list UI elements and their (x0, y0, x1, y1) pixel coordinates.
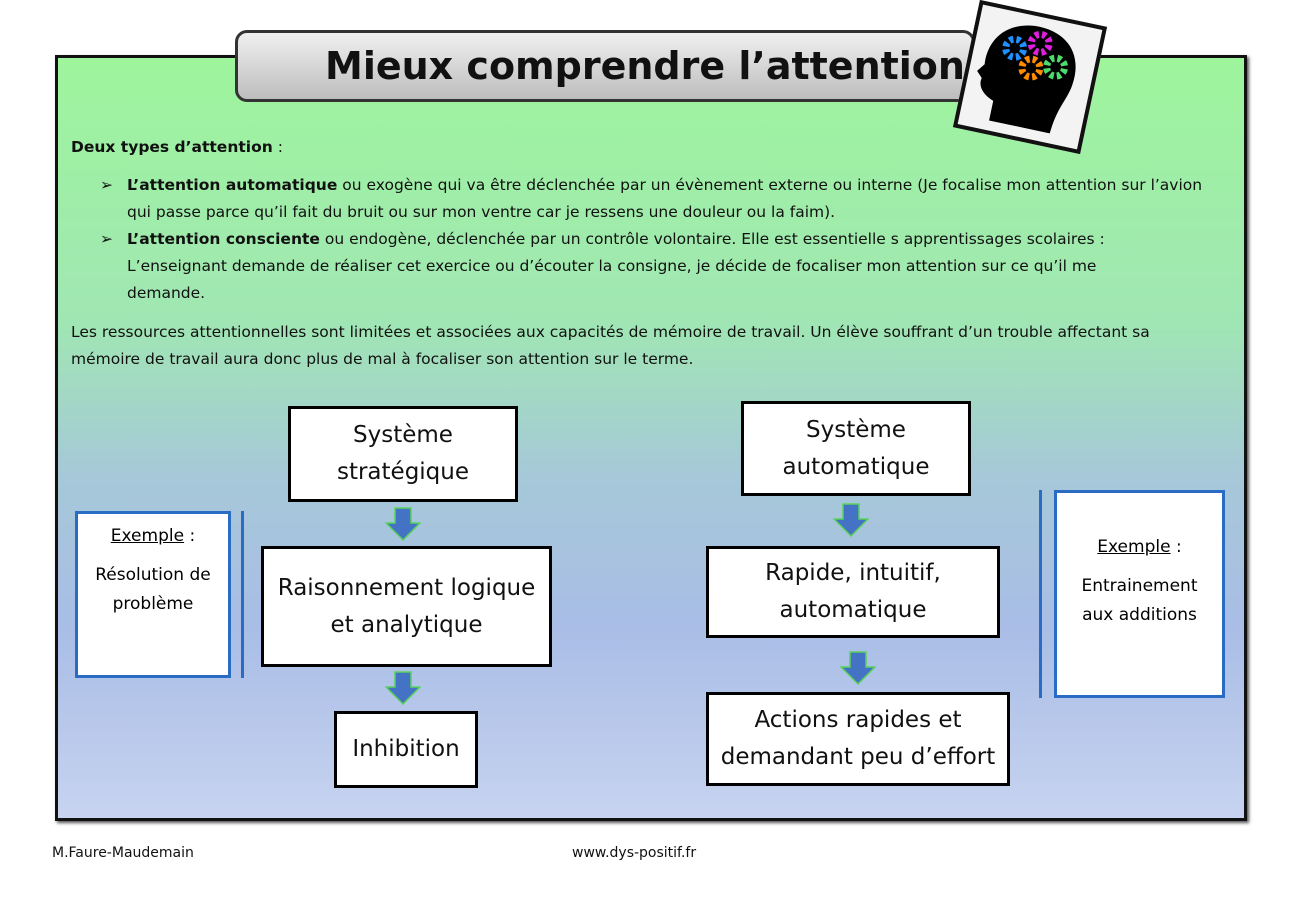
footer-author: M.Faure-Maudemain (52, 845, 194, 861)
head-gears-icon (952, 0, 1108, 155)
arrow-bullet-icon: ➢ (100, 230, 113, 248)
bullet-text: ou endogène, déclenchée par un contrôle … (127, 230, 1105, 302)
down-arrow-icon (385, 671, 421, 705)
intro-heading-text: Deux types d’attention (71, 138, 273, 156)
arrow-bullet-icon: ➢ (100, 176, 113, 194)
intro-heading-suffix: : (272, 138, 283, 156)
box-inhibition: Inhibition (334, 711, 478, 788)
bullet-item: ➢ L’attention automatique ou exogène qui … (100, 172, 1210, 226)
down-arrow-icon (833, 503, 869, 537)
content-panel (55, 55, 1247, 821)
example-suffix: : (1170, 537, 1182, 557)
footer-website[interactable]: www.dys-positif.fr (572, 845, 697, 861)
box-raisonnement: Raisonnement logique et analytique (261, 546, 552, 667)
box-systeme-automatique: Système automatique (741, 401, 971, 496)
box-systeme-strategique: Système stratégique (288, 406, 518, 502)
down-arrow-icon (840, 651, 876, 685)
down-arrow-icon (385, 507, 421, 541)
bullet-bold: L’attention automatique (127, 176, 338, 194)
box-rapide: Rapide, intuitif, automatique (706, 546, 1000, 638)
bullet-bold: L’attention consciente (127, 230, 320, 248)
intro-heading: Deux types d’attention : (71, 134, 283, 161)
example-text: Résolution de problème (95, 565, 211, 614)
intro-paragraph: Les ressources attentionnelles sont limi… (71, 323, 1150, 368)
example-left: Exemple : Résolution de problème (75, 511, 231, 678)
example-label: Exemple (1097, 537, 1171, 557)
example-right: Exemple : Entrainement aux additions (1054, 490, 1225, 698)
bullet-text: ou exogène qui va être déclenchée par un… (127, 176, 1203, 221)
divider (241, 511, 244, 678)
page-title: Mieux comprendre l’attention (235, 30, 975, 102)
example-label: Exemple (110, 526, 185, 546)
example-text: Entrainement aux additions (1081, 576, 1198, 625)
example-suffix: : (184, 526, 196, 546)
divider (1039, 490, 1042, 698)
box-actions: Actions rapides et demandant peu d’effor… (706, 692, 1010, 786)
bullet-item: ➢ L’attention consciente ou endogène, déc… (100, 226, 1170, 307)
